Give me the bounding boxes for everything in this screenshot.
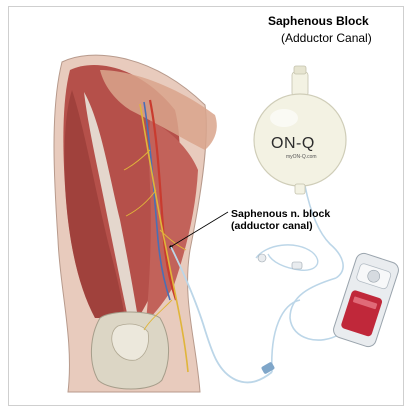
callout-line-1: Saphenous n. block (231, 208, 330, 220)
tubing-to-catheter (272, 300, 300, 372)
pump-tubing-down (305, 186, 343, 278)
pump-fill-port (292, 72, 308, 96)
flow-controller (331, 251, 400, 348)
pump-brand-label: ON-Q (271, 135, 315, 153)
filter-disc (258, 254, 266, 262)
figure-subtitle: (Adductor Canal) (281, 31, 372, 45)
clamp-connector (292, 262, 302, 269)
flow-tubing (290, 278, 340, 340)
callout-line-2: (adductor canal) (231, 220, 330, 232)
pump-outlet (295, 184, 305, 194)
pump-url-label: myON-Q.com (286, 154, 317, 160)
callout-label: Saphenous n. block (adductor canal) (231, 208, 330, 232)
pump-fill-cap (294, 66, 306, 74)
figure-title: Saphenous Block (268, 14, 369, 28)
pump-bulb-highlight (270, 109, 298, 127)
luer-connector (261, 362, 275, 375)
